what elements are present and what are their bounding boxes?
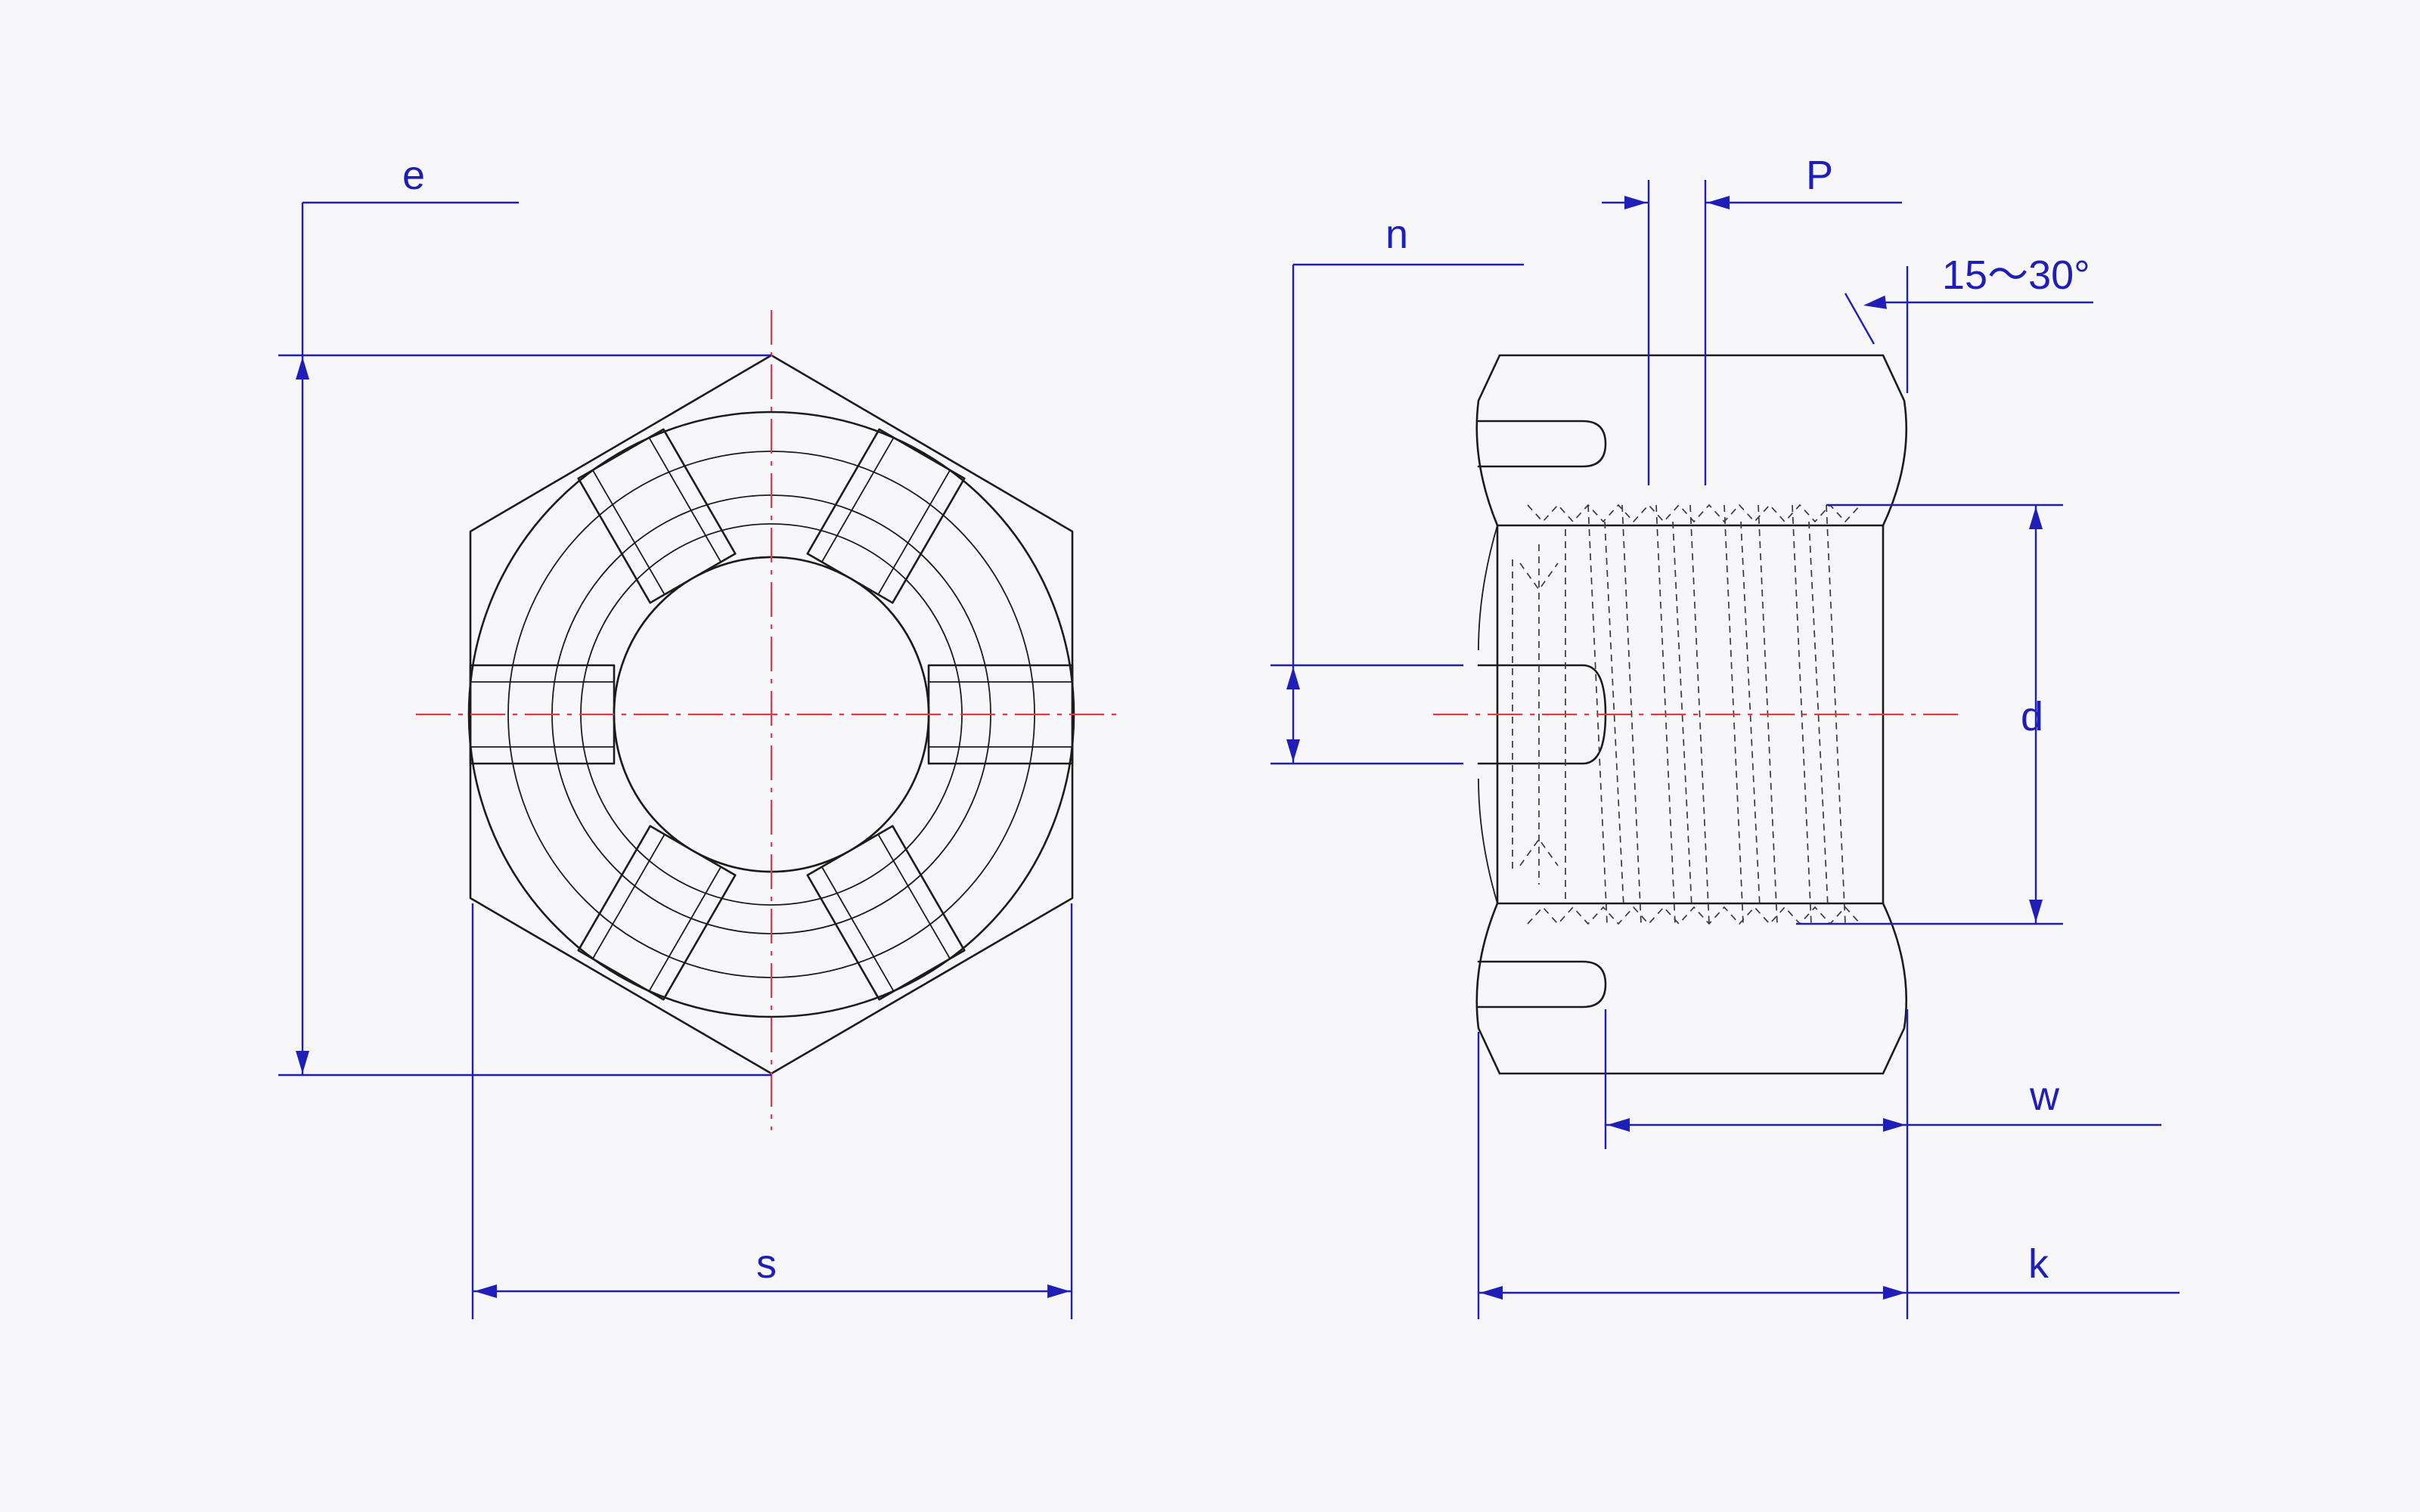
label-angle: 15～30° — [1942, 253, 2090, 298]
side-view — [1433, 354, 1959, 1075]
side-slot-bottom — [1477, 960, 1607, 1009]
dimension-n: n — [1270, 212, 1524, 765]
dimension-P: P — [1602, 153, 1902, 485]
label-w: w — [2029, 1074, 2060, 1119]
side-slot-top — [1477, 420, 1607, 468]
label-k: k — [2028, 1241, 2049, 1287]
label-P: P — [1806, 153, 1833, 198]
side-outline — [1475, 354, 1908, 1075]
dimension-e: e — [278, 153, 771, 1077]
dimension-d: d — [1796, 503, 2063, 925]
dimension-s: s — [471, 903, 1073, 1319]
label-s: s — [756, 1241, 777, 1287]
label-n: n — [1385, 212, 1408, 257]
label-d: d — [2021, 694, 2043, 739]
label-e: e — [402, 153, 425, 198]
dimension-angle: 15～30° — [1844, 253, 2093, 393]
dimension-w: w — [1604, 1009, 2161, 1319]
dimension-k: k — [1477, 1032, 2180, 1319]
front-view — [416, 310, 1119, 1130]
